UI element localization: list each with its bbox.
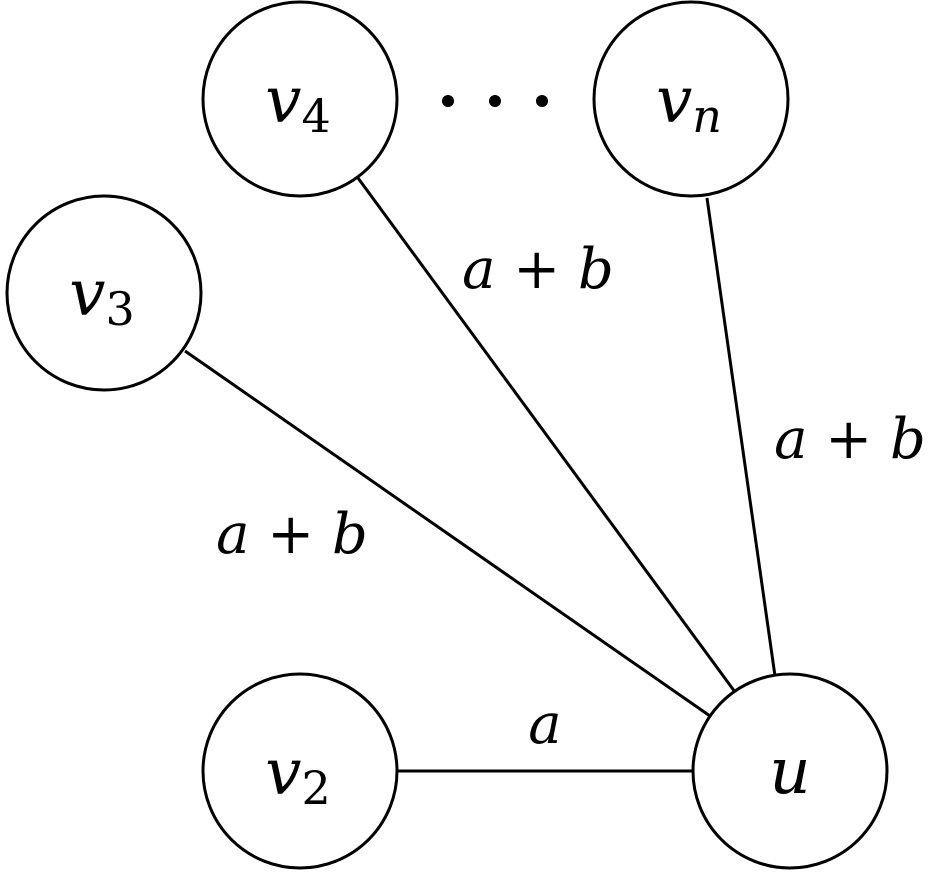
- node-v4-label: v4: [265, 64, 330, 143]
- node-vn-sub: n: [692, 89, 722, 143]
- ellipsis-dot-2: [489, 95, 501, 107]
- edge-label-v2-u: a: [528, 692, 561, 757]
- node-vn-main: v: [656, 64, 692, 138]
- node-v4-main: v: [265, 64, 301, 138]
- node-v2-label: v2: [265, 736, 330, 815]
- node-u: u: [691, 672, 889, 870]
- node-vn-label: vn: [656, 64, 722, 143]
- node-vn-circle: [592, 0, 790, 198]
- node-v3-sub: 3: [105, 282, 134, 336]
- node-v4-circle: [201, 0, 399, 198]
- node-vn: vn: [592, 0, 790, 198]
- node-v2: v2: [201, 672, 399, 870]
- node-v4-sub: 4: [301, 89, 330, 143]
- node-v3-main: v: [69, 257, 105, 331]
- edge-label-v4-u: a + b: [462, 237, 614, 302]
- edge-vn-u: [705, 197, 777, 677]
- ellipsis: [442, 95, 548, 107]
- node-v2-circle: [201, 672, 399, 870]
- node-v2-sub: 2: [301, 761, 330, 815]
- node-v4: v4: [201, 0, 399, 198]
- ellipsis-dot-3: [536, 95, 548, 107]
- node-u-label: u: [769, 735, 810, 809]
- edge-label-vn-u: a + b: [774, 407, 926, 472]
- edge-v3-u: [184, 349, 711, 718]
- node-v2-main: v: [265, 736, 301, 810]
- ellipsis-dot-1: [442, 95, 454, 107]
- node-v3-label: v3: [69, 257, 134, 336]
- node-u-circle: [691, 672, 889, 870]
- node-v3: v3: [5, 194, 203, 392]
- edge-v4-u: [356, 177, 737, 693]
- edge-label-v3-u: a + b: [216, 502, 368, 567]
- node-v3-circle: [5, 194, 203, 392]
